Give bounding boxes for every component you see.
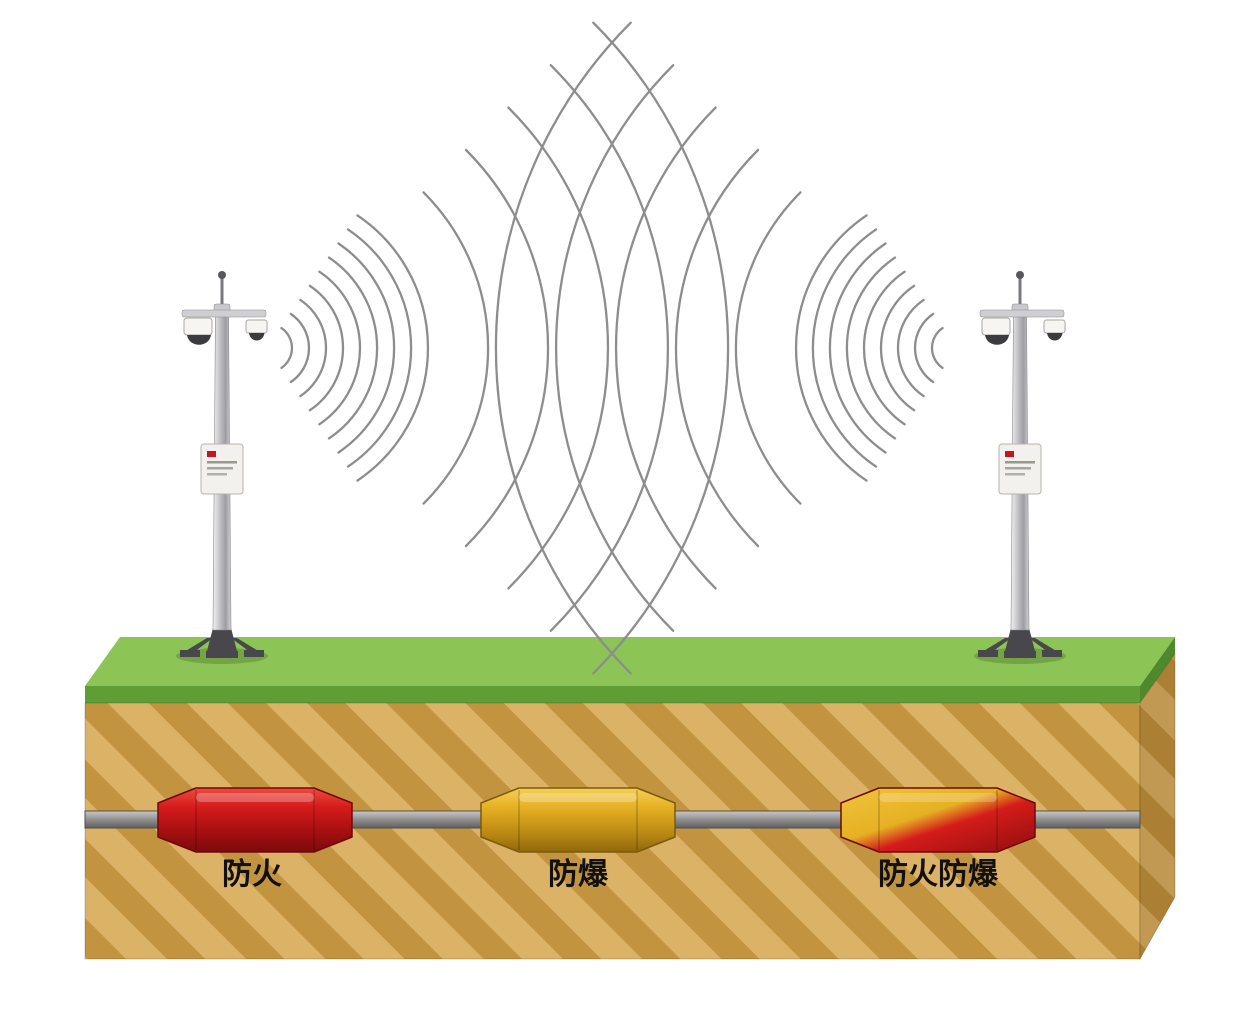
label-explosionproof: 防爆 [548,858,609,891]
radio-wave-arc [930,326,944,370]
radio-wave-arc [356,214,430,482]
radio-wave-arc [327,256,379,440]
radio-wave-arc [879,284,916,412]
radio-wave-arc [896,298,925,398]
grass-front-edge [85,686,1140,703]
radio-wave-arc [811,228,878,468]
radio-waves-left [280,21,730,675]
capsule-explosionproof [480,787,676,853]
radio-wave-arc [346,228,413,468]
radio-wave-arc [828,242,887,454]
radio-wave-arc [794,214,868,482]
radio-wave-arc [299,298,328,398]
radio-wave-arc [674,148,760,548]
grass-top-surface [85,637,1175,686]
radio-wave-arc [318,270,362,426]
soil-cross-section-side [1140,654,1175,959]
radio-wave-arc [308,284,345,412]
label-fireproof-explosionproof: 防火防爆 [878,858,999,891]
radio-wave-arc [614,106,717,590]
radio-wave-arc [845,256,897,440]
radio-wave-arc [494,21,632,675]
radio-wave-arc [734,191,802,505]
radio-wave-arc [913,312,935,384]
radio-wave-arc [464,148,550,548]
surveillance-pole-left [175,270,269,665]
radio-waves-right [494,21,944,675]
capsule-fireproof [157,787,353,853]
radio-wave-arc [507,106,610,590]
radio-wave-arc [280,326,294,370]
radio-wave-arc [422,191,490,505]
surveillance-pole-right [973,270,1067,665]
radio-wave-arc [862,270,906,426]
label-fireproof: 防火 [222,858,282,891]
grass-side-edge [1140,637,1175,703]
radio-wave-arc [592,21,730,675]
soil-side-shading [1139,652,1176,961]
radio-wave-arc [549,64,670,632]
radio-wave-arc [337,242,396,454]
radio-wave-arc [554,64,675,632]
capsule-fireproof-explosionproof [840,787,1036,853]
radio-wave-arc [289,312,311,384]
